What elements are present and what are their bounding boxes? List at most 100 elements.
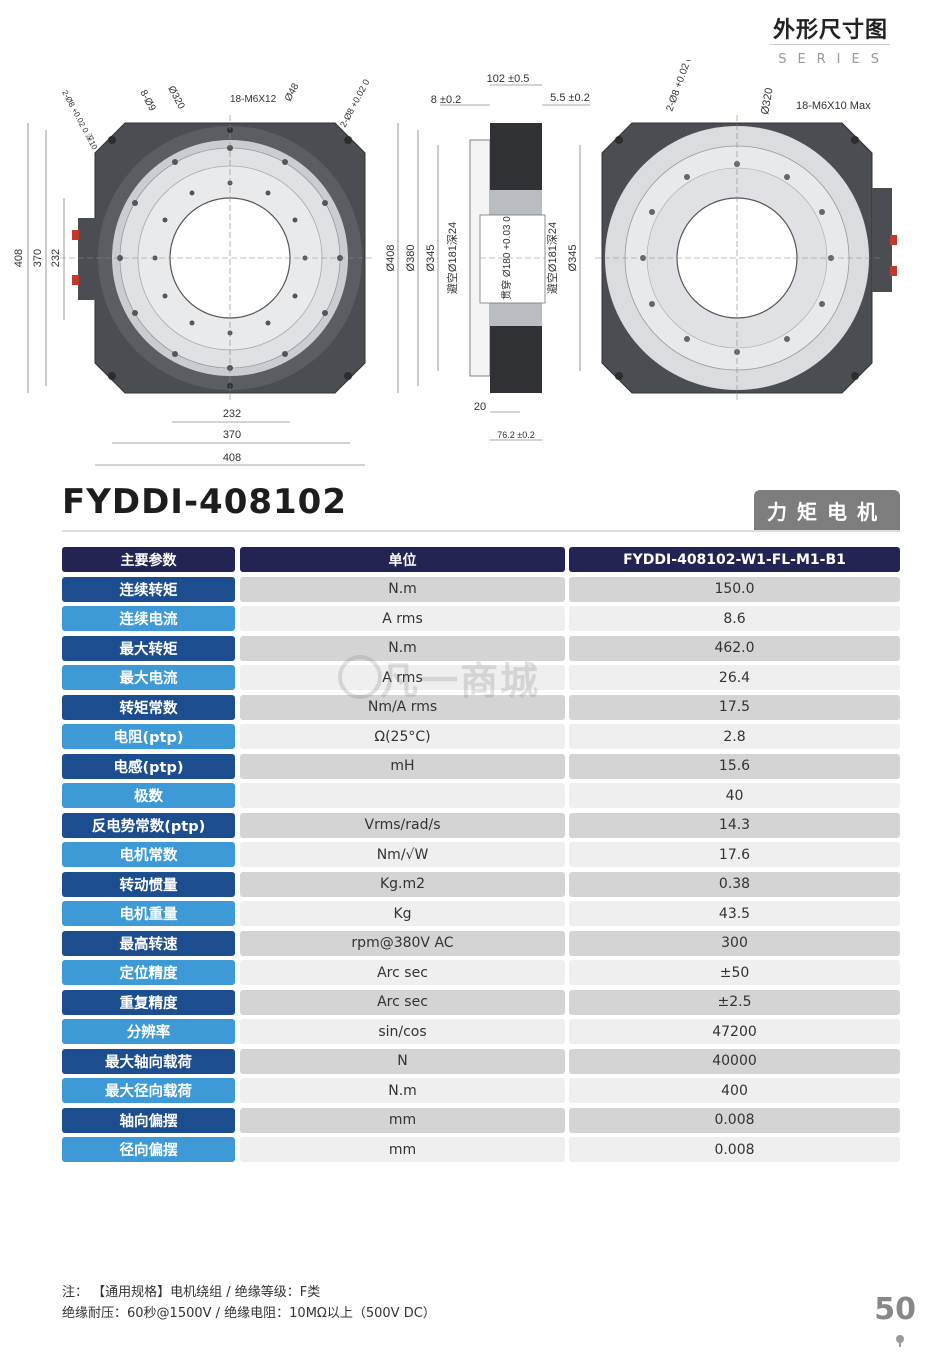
- title-divider: [62, 530, 900, 532]
- param-cell: 电机重量: [62, 901, 235, 927]
- front-callout-320: Ø320: [165, 84, 186, 111]
- param-cell: 电感(ptp): [62, 753, 235, 779]
- unit-cell: mH: [240, 753, 565, 779]
- back-callout-pin: 2-Ø8 +0.02 0: [664, 60, 695, 113]
- front-callout-8x9: 8-Ø9: [137, 88, 157, 113]
- param-cell: 反电势常数(ptp): [62, 812, 235, 838]
- side-dim-408: Ø408: [385, 245, 397, 272]
- front-dim-bottom-232: 232: [223, 408, 241, 420]
- param-cell: 电阻(ptp): [62, 724, 235, 750]
- header-model: FYDDI-408102-W1-FL-M1-B1: [569, 547, 900, 573]
- unit-cell: Vrms/rad/s: [240, 812, 565, 838]
- side-dim-step: 5.5 ±0.2: [550, 92, 590, 104]
- front-dim-left-232: 232: [50, 249, 62, 267]
- unit-cell: Nm/A rms: [240, 694, 565, 720]
- unit-cell: mm: [240, 1137, 565, 1163]
- value-cell: 0.008: [569, 1107, 900, 1133]
- value-cell: ±50: [569, 960, 900, 986]
- unit-cell: Nm/√W: [240, 842, 565, 868]
- param-cell: 转动惯量: [62, 871, 235, 897]
- unit-cell: N.m: [240, 576, 565, 602]
- param-cell: 重复精度: [62, 989, 235, 1015]
- value-cell: 400: [569, 1078, 900, 1104]
- value-cell: 26.4: [569, 665, 900, 691]
- front-dim-left-370: 370: [32, 249, 44, 267]
- param-cell: 最大径向载荷: [62, 1078, 235, 1104]
- param-cell: 最高转速: [62, 930, 235, 956]
- unit-cell: sin/cos: [240, 1019, 565, 1045]
- side-view: 102 ±0.5 8 ±0.2 5.5 ±0.2 Ø408 Ø380 Ø345 …: [385, 73, 590, 441]
- param-cell: 定位精度: [62, 960, 235, 986]
- back-callout-320: Ø320: [759, 87, 775, 116]
- unit-cell: Ω(25°C): [240, 724, 565, 750]
- param-cell: 极数: [62, 783, 235, 809]
- model-name: FYDDI-408102: [62, 482, 347, 522]
- value-cell: 0.008: [569, 1137, 900, 1163]
- watermark-logo: [338, 655, 382, 699]
- unit-cell: N.m: [240, 635, 565, 661]
- front-callout-m6x12: 18-M6X12: [230, 94, 277, 105]
- value-cell: 0.38: [569, 871, 900, 897]
- value-cell: 40000: [569, 1048, 900, 1074]
- note-line-1: 注： 【通用规格】电机绕组 / 绝缘等级：F类: [62, 1285, 321, 1300]
- side-dim-345-right: Ø345: [567, 245, 579, 272]
- value-cell: 2.8: [569, 724, 900, 750]
- header-param: 主要参数: [62, 547, 235, 573]
- value-cell: ±2.5: [569, 989, 900, 1015]
- param-cell: 连续电流: [62, 606, 235, 632]
- side-dim-20: 20: [474, 401, 486, 413]
- value-cell: 300: [569, 930, 900, 956]
- value-cell: 462.0: [569, 635, 900, 661]
- unit-cell: A rms: [240, 606, 565, 632]
- front-callout-48: Ø48: [283, 81, 302, 103]
- param-cell: 最大转矩: [62, 635, 235, 661]
- header-divider: [770, 44, 890, 45]
- value-cell: 8.6: [569, 606, 900, 632]
- header-unit: 单位: [240, 547, 565, 573]
- unit-cell: N: [240, 1048, 565, 1074]
- value-cell: 40: [569, 783, 900, 809]
- front-callout-pin-hole: 2-Ø8 +0.02 0 深10: [60, 89, 99, 152]
- side-dim-flange: 8 ±0.2: [431, 94, 462, 106]
- category-badge: 力矩电机: [754, 490, 900, 530]
- unit-cell: Arc sec: [240, 989, 565, 1015]
- series-label: SERIES: [778, 52, 890, 67]
- section-title: 外形尺寸图: [772, 18, 888, 43]
- value-cell: 150.0: [569, 576, 900, 602]
- unit-cell: A rms: [240, 665, 565, 691]
- value-cell: 14.3: [569, 812, 900, 838]
- value-cell: 47200: [569, 1019, 900, 1045]
- footnotes: 注： 【通用规格】电机绕组 / 绝缘等级：F类 绝缘耐压：60秒@1500V /…: [62, 1282, 436, 1324]
- front-view: 232 370 408 408 370 232 2-Ø8 +0.02 0 深10…: [13, 78, 372, 466]
- param-cell: 电机常数: [62, 842, 235, 868]
- front-callout-pin-right: 2-Ø8 +0.02 0: [338, 78, 372, 129]
- location-pin-icon: [896, 1335, 904, 1347]
- param-cell: 转矩常数: [62, 694, 235, 720]
- unit-cell: N.m: [240, 1078, 565, 1104]
- side-dim-380: Ø380: [405, 245, 417, 272]
- param-cell: 最大轴向载荷: [62, 1048, 235, 1074]
- front-dim-bottom-408: 408: [223, 452, 241, 464]
- value-cell: 17.6: [569, 842, 900, 868]
- param-cell: 径向偏摆: [62, 1137, 235, 1163]
- unit-cell: mm: [240, 1107, 565, 1133]
- unit-cell: Kg.m2: [240, 871, 565, 897]
- value-cell: 17.5: [569, 694, 900, 720]
- unit-cell: [240, 783, 565, 809]
- watermark: 凡一商城: [380, 659, 541, 703]
- table-header-row: 主要参数 单位 FYDDI-408102-W1-FL-M1-B1: [62, 545, 900, 575]
